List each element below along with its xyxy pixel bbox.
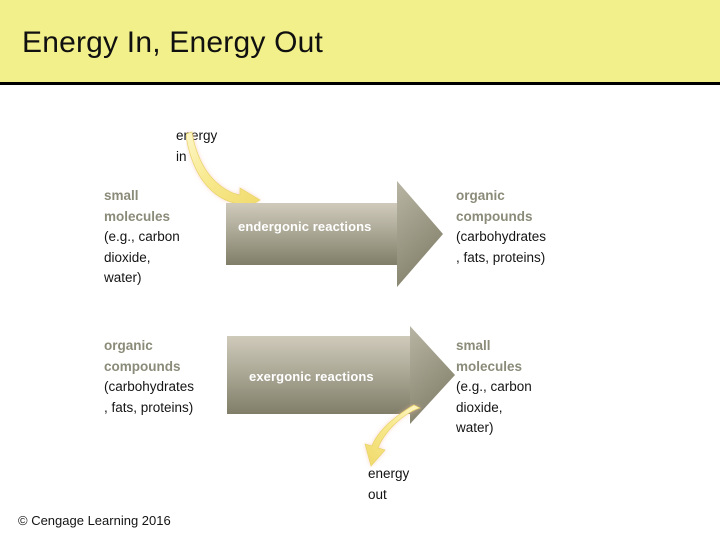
- left-bottom-plain1: (carbohydrates: [104, 379, 195, 394]
- right-bottom-bold2: molecules: [456, 358, 523, 374]
- right-top-plain2: , fats, proteins): [456, 249, 546, 265]
- energy-out-curved-arrow: [352, 404, 432, 474]
- energy-in-line1: energy: [176, 128, 218, 143]
- right-bottom-bold1: small: [456, 338, 491, 353]
- left-label-top: small molecules (e.g., carbon dioxide, w…: [104, 186, 228, 289]
- left-top-plain1: (e.g., carbon: [104, 229, 180, 244]
- right-top-bold1: organic: [456, 188, 505, 203]
- right-label-bottom: small molecules (e.g., carbon dioxide, w…: [456, 336, 584, 439]
- left-top-bold2: molecules: [104, 208, 171, 224]
- right-bottom-plain3: water): [456, 420, 494, 435]
- right-bottom-plain1: (e.g., carbon: [456, 379, 532, 394]
- exergonic-block-arrow: [227, 326, 457, 438]
- right-top-bold2: compounds: [456, 208, 533, 224]
- page-title: Energy In, Energy Out: [22, 26, 324, 59]
- endergonic-block-arrow: [226, 175, 444, 287]
- title-banner: Energy In, Energy Out: [0, 0, 720, 85]
- right-top-plain1: (carbohydrates: [456, 229, 547, 244]
- energy-in-label: energy in: [176, 126, 246, 167]
- left-bottom-bold2: compounds: [104, 358, 181, 374]
- left-top-bold1: small: [104, 188, 139, 203]
- left-label-bottom: organic compounds (carbohydrates , fats,…: [104, 336, 228, 418]
- energy-in-line2: in: [176, 148, 187, 164]
- left-top-plain3: water): [104, 270, 142, 285]
- energy-out-line1: energy: [368, 466, 410, 481]
- right-bottom-plain2: dioxide,: [456, 399, 503, 415]
- energy-out-label: energy out: [368, 464, 438, 505]
- copyright-footer: © Cengage Learning 2016: [18, 513, 171, 528]
- endergonic-arrow-caption: endergonic reactions: [238, 219, 372, 234]
- right-label-top: organic compounds (carbohydrates , fats,…: [456, 186, 584, 268]
- left-bottom-bold1: organic: [104, 338, 153, 353]
- left-top-plain2: dioxide,: [104, 249, 151, 265]
- energy-out-line2: out: [368, 486, 387, 502]
- exergonic-arrow-caption: exergonic reactions: [249, 369, 374, 384]
- left-bottom-plain2: , fats, proteins): [104, 399, 194, 415]
